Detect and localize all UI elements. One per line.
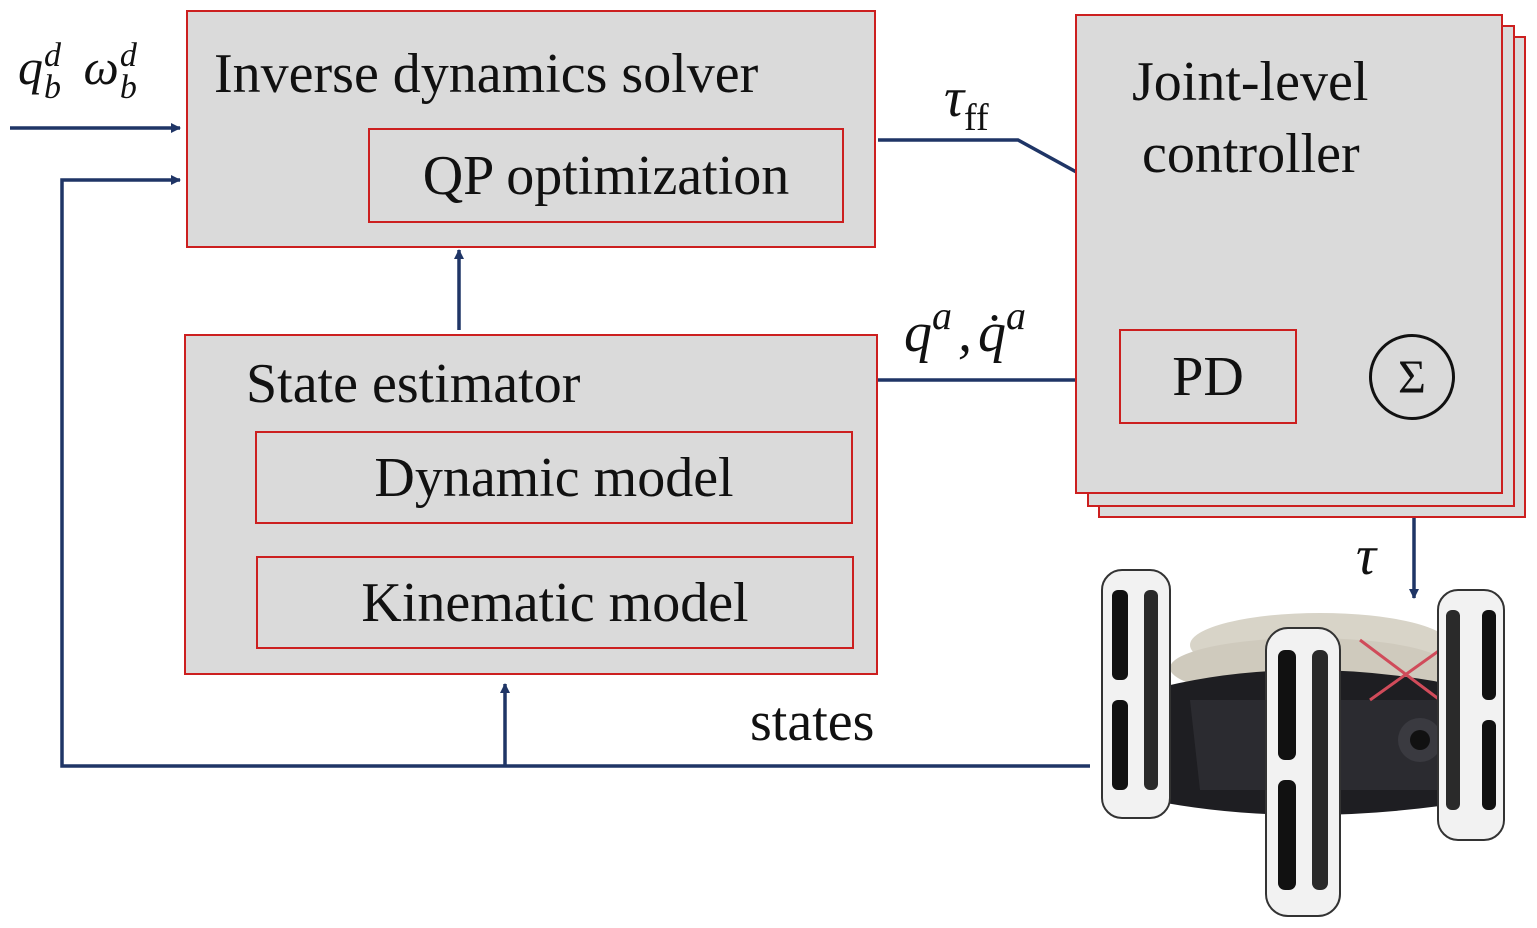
robot-leg-front-right [1265,627,1341,917]
inverse-dynamics-title: Inverse dynamics solver [214,43,759,105]
tau-ff-label: τff [944,67,989,139]
states-label: states [750,691,875,753]
robot-leg-front-left [1101,569,1171,819]
qp-optimization-block: QP optimization [368,128,844,223]
kinematic-model-block: Kinematic model [256,556,854,649]
qa-qdot-label: qa,q̇a [904,293,1026,364]
state-estimator-title: State estimator [246,353,581,415]
sum-node: Σ [1369,334,1455,420]
pd-block: PD [1119,329,1297,424]
tau-label: τ [1356,525,1377,587]
sum-symbol: Σ [1398,350,1426,404]
dynamic-model-block: Dynamic model [255,431,853,524]
robot-leg-back-right [1437,589,1505,841]
joint-controller-title-line2: controller [1142,123,1360,185]
robot-body [1150,613,1480,815]
feedback-loop-line [60,175,1090,768]
joint-controller-title-line1: Joint-level [1132,51,1369,113]
